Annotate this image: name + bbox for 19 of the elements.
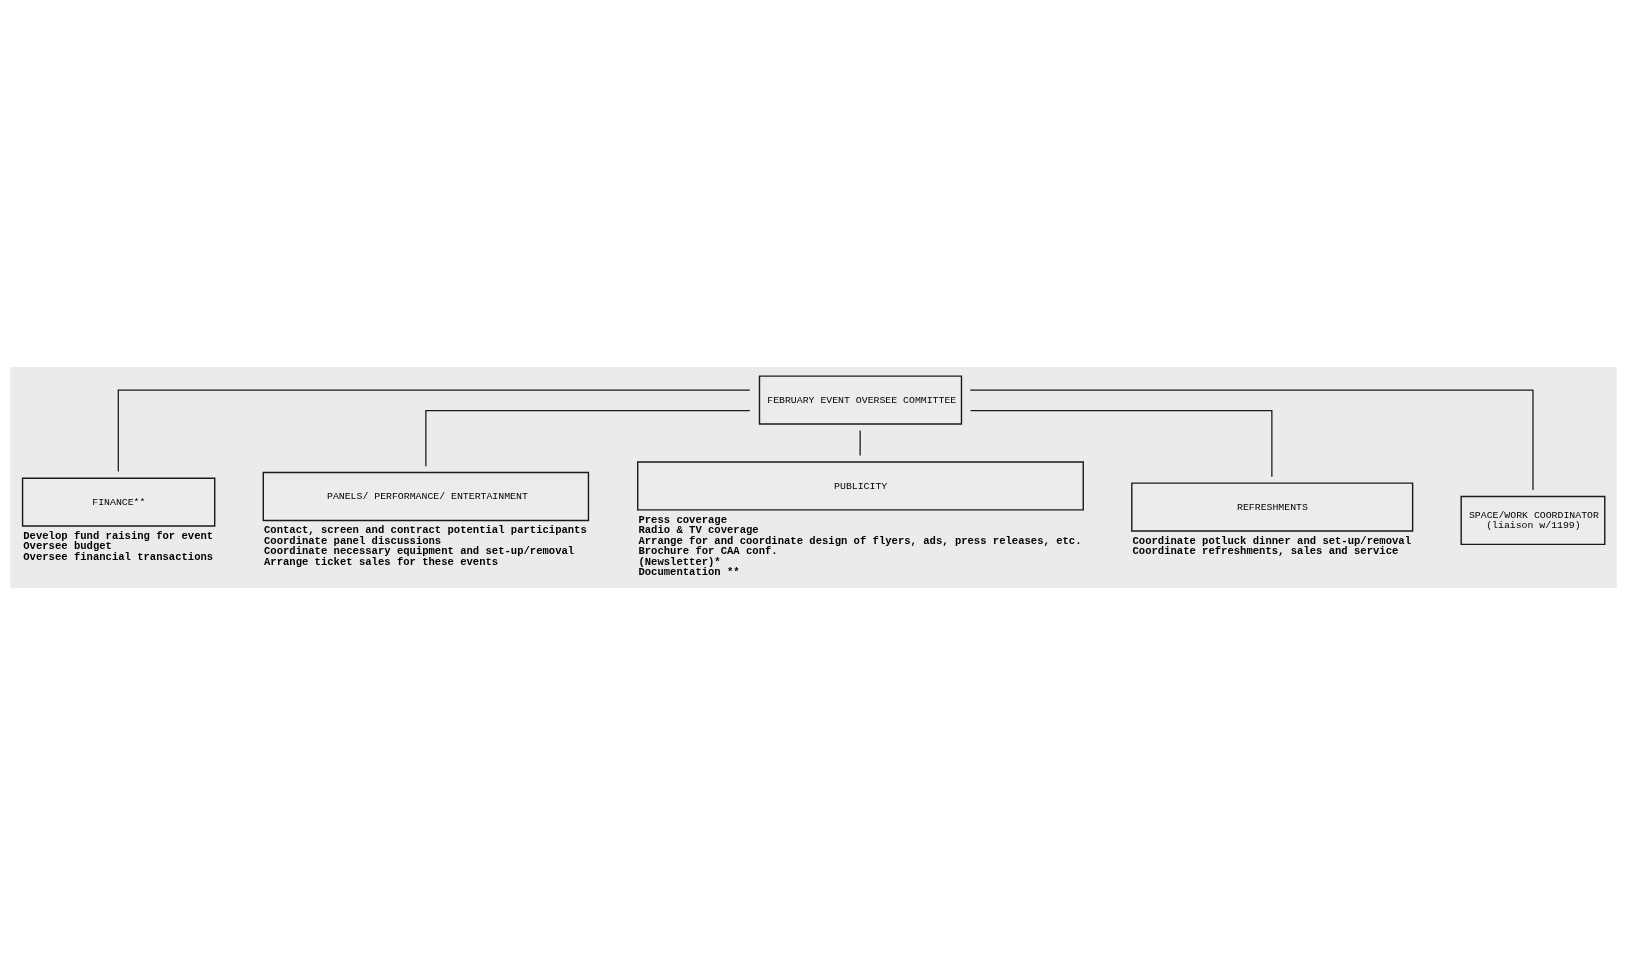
node-label: Radio & TV coverage [638, 524, 759, 537]
node-label: Develop fund raising for event [23, 529, 214, 542]
connector [969, 389, 1534, 491]
connector [969, 410, 1273, 478]
connector [859, 429, 861, 457]
node-label: Oversee budget [23, 540, 112, 553]
node-label: Coordinate panel discussions [263, 534, 442, 547]
node-label: Press coverage [638, 513, 728, 526]
connector [425, 410, 751, 467]
node-label: Documentation ** [638, 566, 740, 579]
node-label: Coordinate necessary equipment and set-up/removal [263, 545, 575, 558]
node-label: Contact, screen and contract potential participants [263, 524, 587, 537]
node-label: Coordinate potluck dinner and set-up/removal [1132, 534, 1411, 547]
node-label: Brochure for CAA conf. [638, 545, 778, 558]
node-label: Arrange ticket sales for these events [263, 555, 499, 568]
connector [117, 389, 751, 473]
node-label: Oversee financial transactions [23, 550, 214, 563]
node-label: (Newsletter)* [638, 555, 721, 568]
node-label: Coordinate refreshments, sales and service [1132, 545, 1399, 558]
